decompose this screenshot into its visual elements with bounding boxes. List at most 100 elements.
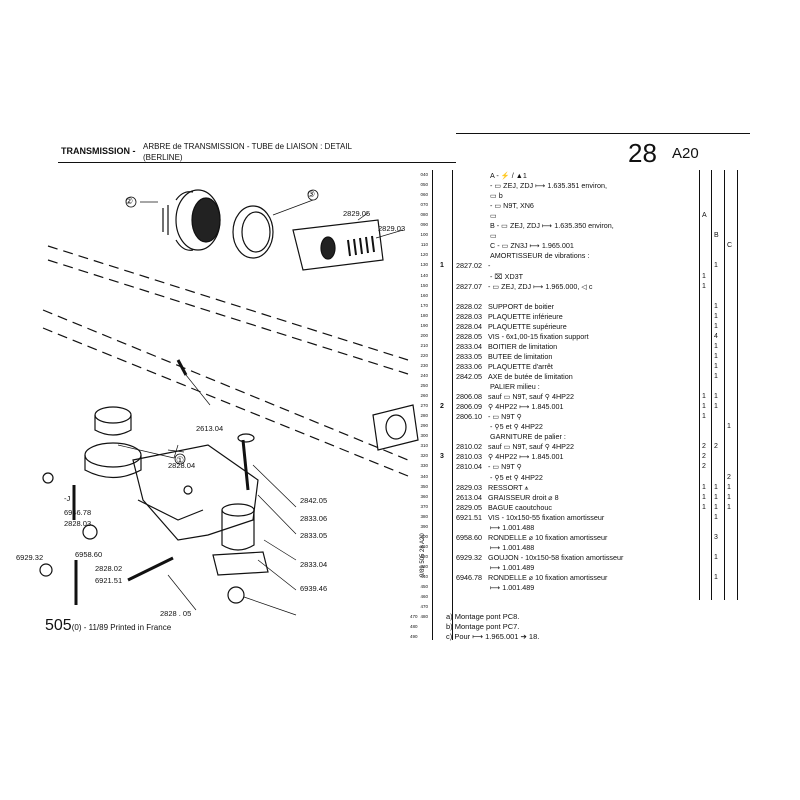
note-c: c) Pour ⟼ 1.965.001 ➔ 18. xyxy=(446,632,540,641)
line-number: 400 xyxy=(420,533,428,539)
part-description: ⟼ 1.001.488 xyxy=(490,522,535,532)
quantity-cell: C xyxy=(727,242,733,250)
list-item: - ⌧ XD3T xyxy=(490,272,523,281)
line-number: 390 xyxy=(420,523,428,529)
part-reference: 2828.05 xyxy=(456,331,482,341)
part-description: PLAQUETTE inférieure xyxy=(488,311,563,321)
part-description: BAGUE caoutchouc xyxy=(488,502,552,512)
quantity-cell: 1 xyxy=(714,322,718,330)
quantity-cell: 1 xyxy=(702,393,706,401)
quantity-cell: 1 xyxy=(714,574,718,581)
part-reference: 2806.09 xyxy=(456,402,482,412)
quantity-cell: 1 xyxy=(714,312,718,320)
line-number: 170 xyxy=(420,302,428,308)
list-item: ▭ b xyxy=(490,192,503,200)
flange-part xyxy=(372,404,419,451)
callout-2842-05: 2842.05 xyxy=(300,496,328,505)
part-reference: 2810.03 xyxy=(456,452,482,462)
quantity-cell: 1 xyxy=(702,493,706,501)
callout-item-3: ③ xyxy=(307,189,316,199)
note-line-num-3: 490 xyxy=(410,634,418,639)
page-code: A20 xyxy=(672,145,699,162)
table-line-col-b xyxy=(711,170,712,600)
quantity-cell: 1 xyxy=(702,403,706,411)
line-number: 100 xyxy=(420,232,428,238)
part-description: VIS - 6x1,00-15 fixation support xyxy=(488,331,589,341)
list-item: C - ▭ ZN3J ⟼ 1.965.001 xyxy=(490,242,574,250)
parts-list: A - ⚡ / ▲1 - ▭ ZEJ, ZDJ ⟼ 1.635.351 envir… xyxy=(456,172,696,602)
section-number: 1 xyxy=(440,262,444,270)
quantity-cell: 1 xyxy=(714,483,718,491)
spring-sleeve-part xyxy=(292,219,384,271)
bolts-part xyxy=(39,359,245,605)
transmission-shaft xyxy=(42,245,409,477)
quantity-cell: 1 xyxy=(727,483,731,491)
quantity-cell: 1 xyxy=(714,403,718,411)
quantity-cell: 1 xyxy=(702,503,706,511)
list-item: A - ⚡ / ▲1 xyxy=(490,172,527,180)
part-reference: 6958.60 xyxy=(456,532,482,542)
quantity-cell: 2 xyxy=(727,473,731,481)
callout-2833-04: 2833.04 xyxy=(300,560,328,569)
quantity-cell: 1 xyxy=(714,373,718,380)
line-number: 310 xyxy=(420,443,428,449)
list-item: AMORTISSEUR de vibrations : xyxy=(490,252,589,260)
part-reference: 2828.03 xyxy=(456,311,482,321)
line-number: 280 xyxy=(420,413,428,419)
line-number: 440 xyxy=(420,574,428,579)
callout-2828-04: 2828.04 xyxy=(168,461,196,470)
quantity-cell: 1 xyxy=(714,503,718,511)
quantity-cell: 1 xyxy=(727,493,731,501)
part-description: ▭ xyxy=(490,211,497,221)
part-description: BUTEE de limitation xyxy=(488,351,553,361)
table-line-col-a xyxy=(699,170,700,600)
table-line-sections xyxy=(452,170,453,640)
part-description: - ▭ N9T ⚲ xyxy=(488,412,522,422)
quantity-cell: 1 xyxy=(702,272,706,280)
callout-item-2: ② xyxy=(125,196,134,206)
quantity-cell: 1 xyxy=(714,342,718,350)
list-item: ⟼ 1.001.488 xyxy=(490,543,534,552)
line-number: 210 xyxy=(420,342,428,348)
quantity-cell: 1 xyxy=(714,262,718,270)
line-number: 070 xyxy=(420,202,428,208)
note-line-num-1: 470 xyxy=(410,614,418,619)
table-line-end xyxy=(737,170,738,600)
part-reference: 2810.02 xyxy=(456,442,482,452)
part-description: - ▭ ZEJ, ZDJ ⟼ 1.965.000, ◁ c xyxy=(488,281,593,291)
line-number: 290 xyxy=(420,423,428,429)
section-number: 2 xyxy=(440,403,444,411)
part-reference: 2833.06 xyxy=(456,361,482,371)
line-number: 180 xyxy=(420,312,428,318)
list-item: - ⚲5 et ⚲ 4HP22 xyxy=(490,423,543,431)
line-number: 260 xyxy=(420,393,428,399)
bellows-part xyxy=(162,189,221,251)
list-item: ⟼ 1.001.489 xyxy=(490,584,534,592)
line-number: 250 xyxy=(420,383,428,389)
part-reference: 2829.03 xyxy=(456,482,482,492)
part-reference: 2827.07 xyxy=(456,281,482,291)
part-description: - ▭ N9T, XN6 xyxy=(490,201,534,211)
line-number: 360 xyxy=(420,493,428,499)
callout-6946-78: 6946.78 xyxy=(64,508,92,517)
line-number: 190 xyxy=(420,322,428,328)
part-description: - ⚲5 et ⚲ 4HP22 xyxy=(490,472,543,482)
quantity-cell: 3 xyxy=(714,533,718,541)
part-reference: 6929.32 xyxy=(456,552,482,562)
list-item: - ▭ ZEJ, ZDJ ⟼ 1.635.351 environ, xyxy=(490,182,607,190)
part-description: ▭ xyxy=(490,231,497,241)
damper-part xyxy=(212,433,269,576)
part-description: PALIER milieu : xyxy=(490,382,540,392)
part-description: sauf ▭ N9T, sauf ⚲ 4HP22 xyxy=(488,392,574,402)
part-description: B - ▭ ZEJ, ZDJ ⟼ 1.635.350 environ, xyxy=(490,221,614,231)
